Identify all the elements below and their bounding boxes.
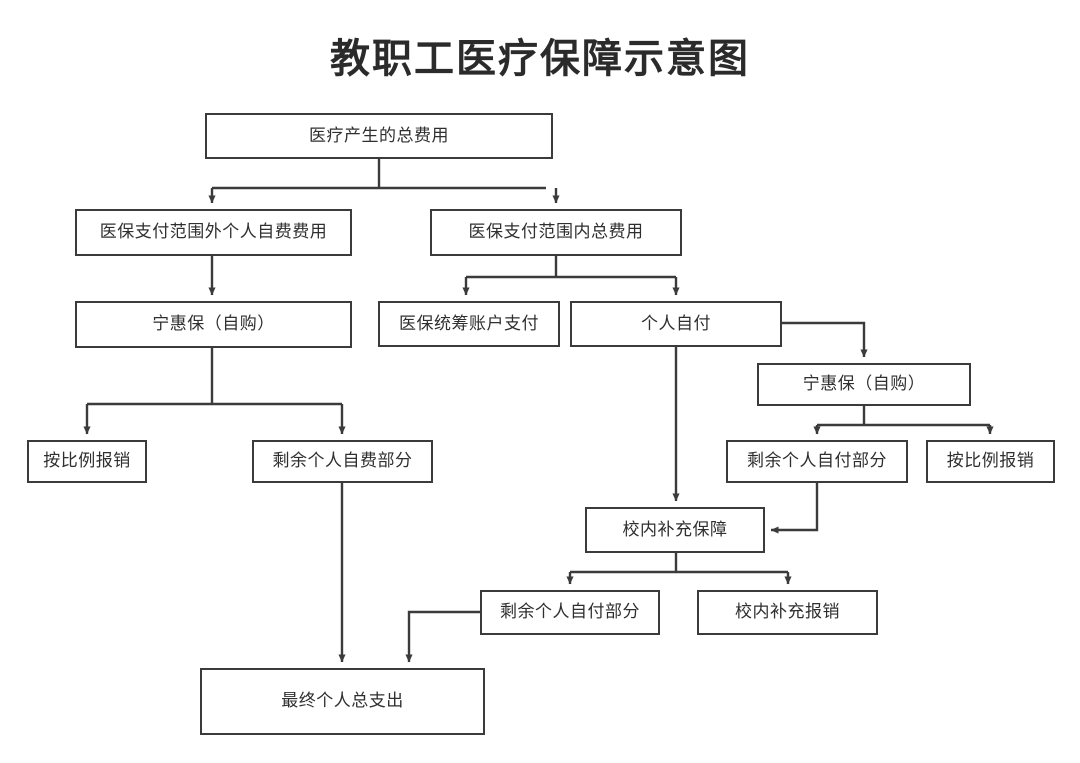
- node-final-total-expense[interactable]: 最终个人总支出: [200, 668, 485, 735]
- node-proportional-reimb-left[interactable]: 按比例报销: [27, 440, 147, 483]
- node-label: 个人自付: [641, 313, 711, 333]
- edge-remaining-self-pay-upper-to-campus-supplement: [770, 483, 819, 534]
- node-label: 医保支付范围内总费用: [468, 222, 644, 242]
- edge-remaining-self-pay-lower-to-final: [405, 610, 480, 663]
- node-personal-pay[interactable]: 个人自付: [570, 301, 782, 347]
- node-label: 医疗产生的总费用: [309, 125, 449, 145]
- node-label: 剩余个人自费部分: [272, 451, 413, 471]
- node-label: 最终个人总支出: [281, 691, 404, 711]
- node-remaining-self-pay-lower[interactable]: 剩余个人自付部分: [480, 590, 660, 635]
- node-campus-supplement-reimb[interactable]: 校内补充报销: [697, 590, 878, 635]
- node-label: 剩余个人自付部分: [747, 451, 887, 471]
- edge-personal-pay-to-ninghuibao-right: [782, 321, 868, 358]
- node-label: 校内补充保障: [622, 519, 728, 539]
- node-label: 宁惠保（自购）: [802, 374, 926, 394]
- node-label: 校内补充报销: [735, 602, 840, 622]
- node-ninghuibao-left[interactable]: 宁惠保（自购）: [75, 301, 352, 348]
- node-campus-supplement[interactable]: 校内补充保障: [585, 507, 765, 553]
- node-remaining-self-funded[interactable]: 剩余个人自费部分: [252, 440, 433, 483]
- node-label: 按比例报销: [946, 451, 1035, 471]
- node-label: 宁惠保（自购）: [152, 314, 275, 334]
- node-total-cost[interactable]: 医疗产生的总费用: [205, 113, 553, 159]
- node-pooling-account-pay[interactable]: 医保统筹账户支付: [378, 301, 560, 347]
- node-ninghuibao-right[interactable]: 宁惠保（自购）: [757, 363, 971, 406]
- node-label: 医保统筹账户支付: [399, 313, 539, 333]
- node-label: 剩余个人自付部分: [500, 602, 640, 622]
- node-in-scope-total[interactable]: 医保支付范围内总费用: [430, 209, 682, 256]
- node-remaining-self-pay-upper[interactable]: 剩余个人自付部分: [726, 440, 908, 483]
- page-title: 教职工医疗保障示意图: [330, 37, 750, 81]
- node-proportional-reimb-right[interactable]: 按比例报销: [926, 440, 1055, 483]
- node-label: 按比例报销: [43, 451, 131, 471]
- node-label: 医保支付范围外个人自费费用: [99, 222, 328, 242]
- node-out-of-scope-self-pay[interactable]: 医保支付范围外个人自费费用: [75, 209, 352, 256]
